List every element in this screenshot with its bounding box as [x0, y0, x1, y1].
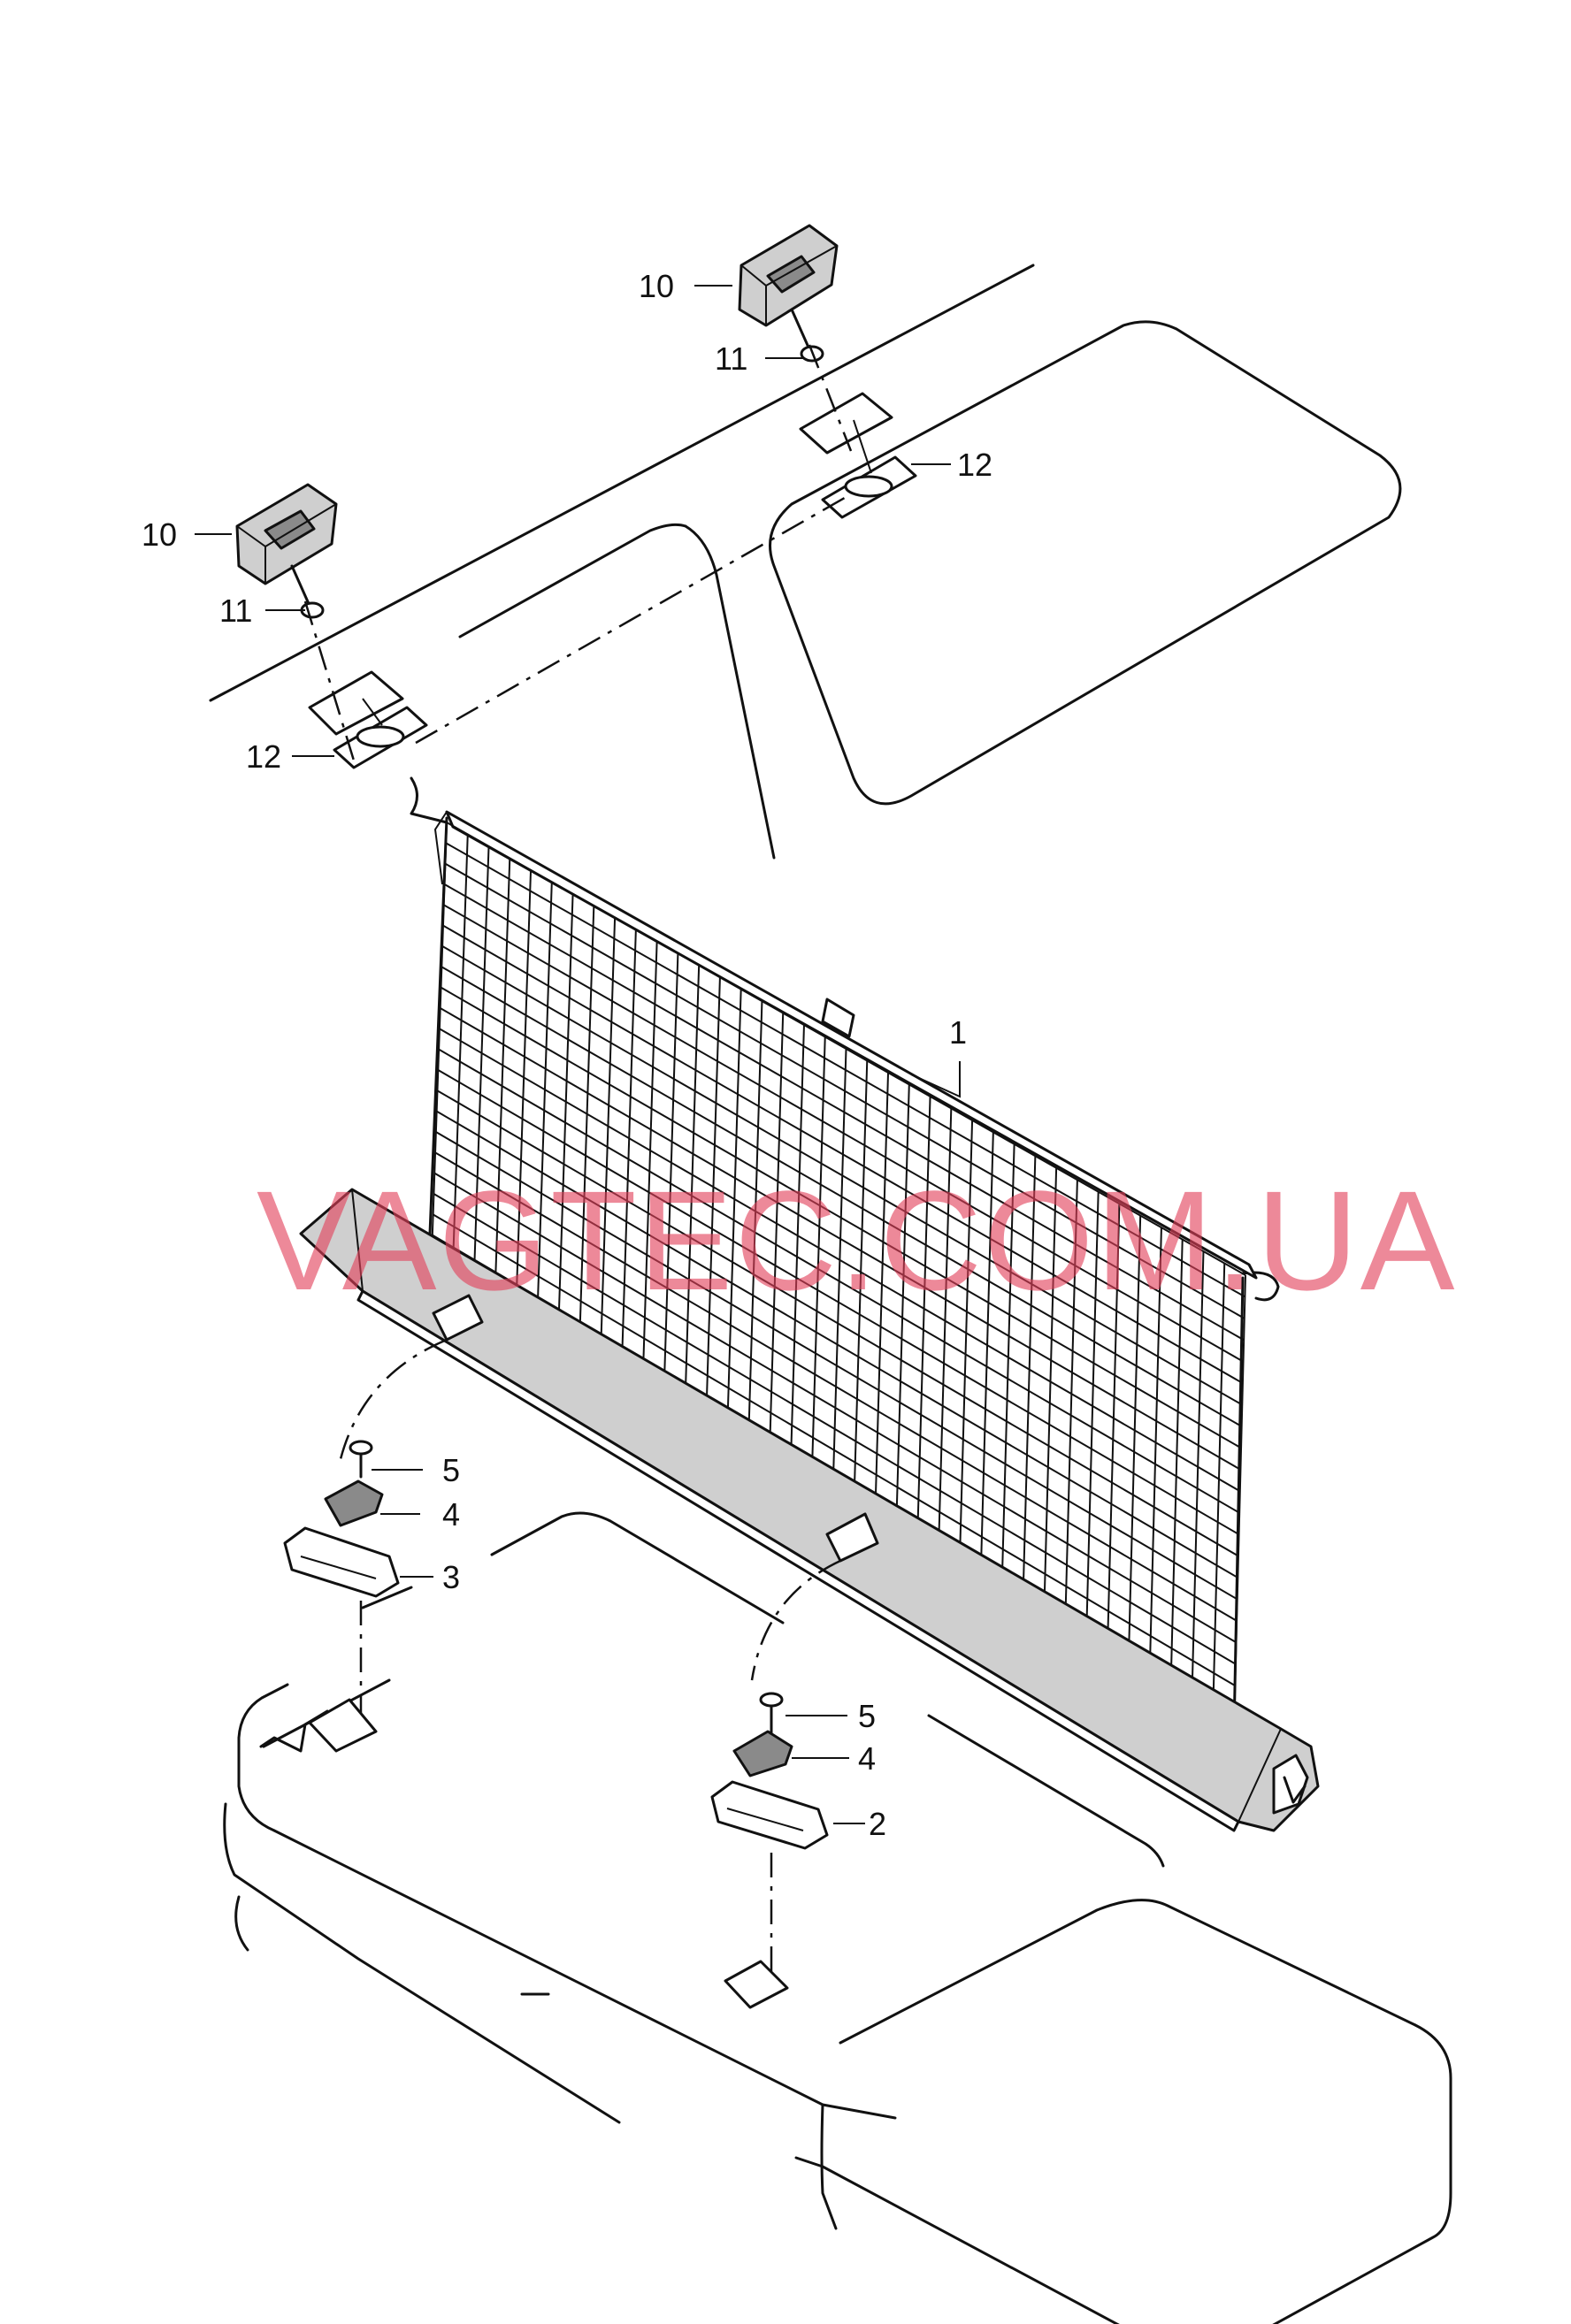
- net-strand-vertical: [1127, 1215, 1142, 1667]
- net-strand-vertical: [1000, 1143, 1015, 1593]
- callout-4: 4: [442, 1496, 460, 1533]
- net-strand-vertical: [663, 953, 679, 1393]
- left-window-outline: [684, 524, 776, 860]
- net-strand-vertical: [1106, 1204, 1121, 1655]
- net-strand-vertical: [789, 1025, 805, 1468]
- callout-3: 3: [442, 1559, 460, 1595]
- net-strand-vertical: [1148, 1227, 1162, 1679]
- net-strand-horizontal: [438, 1048, 1240, 1514]
- callout-4: 4: [858, 1740, 876, 1777]
- net-strand-horizontal: [446, 822, 1246, 1276]
- callout-12: 12: [246, 738, 281, 775]
- callout-leaders: [195, 285, 961, 1824]
- net-strand-horizontal: [441, 966, 1243, 1427]
- net-strand-vertical: [1233, 1274, 1246, 1730]
- net-strand-horizontal: [444, 883, 1245, 1342]
- callout-1: 1: [949, 1014, 967, 1051]
- net-strand-vertical: [831, 1048, 847, 1493]
- net-strand-vertical: [1043, 1167, 1058, 1617]
- net-strand-vertical: [684, 965, 701, 1405]
- net-strand-horizontal: [440, 1007, 1241, 1471]
- net-strand-vertical: [515, 869, 533, 1306]
- bracket-right: [738, 224, 839, 327]
- net-strand-vertical: [747, 1001, 763, 1443]
- callout-5: 5: [442, 1452, 460, 1488]
- net-strand-horizontal: [436, 1089, 1239, 1557]
- net-strand-vertical: [1191, 1251, 1205, 1704]
- net-strand-vertical: [599, 917, 617, 1356]
- net-strand-horizontal: [441, 986, 1242, 1449]
- net-strand-horizontal: [439, 1028, 1241, 1493]
- net-strand-vertical: [1084, 1191, 1100, 1642]
- cargo-net: [427, 810, 1258, 1735]
- net-strand-vertical: [853, 1060, 869, 1505]
- net-strand-horizontal: [441, 945, 1243, 1406]
- net-strand-vertical: [810, 1036, 826, 1480]
- net-strand-vertical: [557, 893, 574, 1331]
- net-strand-vertical: [958, 1120, 974, 1568]
- net-strand-vertical: [1169, 1239, 1184, 1692]
- net-strand-vertical: [431, 822, 448, 1257]
- callout-12: 12: [957, 447, 992, 483]
- net-strand-vertical: [579, 906, 595, 1343]
- net-strand-vertical: [768, 1013, 785, 1456]
- net-strand-vertical: [472, 845, 490, 1281]
- net-strand-horizontal: [433, 1172, 1237, 1644]
- net-strand-horizontal: [433, 1213, 1236, 1687]
- net-strand-horizontal: [435, 1131, 1238, 1601]
- assembly-line-top-right: [808, 344, 853, 452]
- net-strand-vertical: [937, 1108, 953, 1555]
- watermark: VAGTEC.COM.UA: [257, 1161, 1456, 1319]
- roof-edge-line: [209, 264, 1035, 702]
- rear-seat: [223, 1511, 1452, 2324]
- net-strand-vertical: [641, 941, 658, 1380]
- net-strand-horizontal: [443, 904, 1245, 1363]
- net-strand-horizontal: [442, 924, 1244, 1385]
- net-strand-horizontal: [444, 862, 1245, 1319]
- net-strand-horizontal: [437, 1069, 1240, 1536]
- bracket-left: [235, 483, 338, 585]
- callout-11: 11: [219, 592, 252, 629]
- net-strand-vertical: [536, 882, 553, 1319]
- net-strand-vertical: [705, 977, 721, 1418]
- net-strand-vertical: [874, 1072, 890, 1517]
- left-window-top: [458, 523, 687, 638]
- roller-cassette: [299, 1188, 1320, 1832]
- net-strand-vertical: [979, 1132, 994, 1580]
- callout-2: 2: [869, 1806, 886, 1842]
- hook-cord-left: [410, 776, 448, 824]
- net-strand-horizontal: [445, 842, 1245, 1298]
- assembly-line-top-left: [303, 600, 356, 761]
- net-strand-horizontal: [436, 1110, 1238, 1579]
- callout-11: 11: [715, 340, 747, 377]
- fixing-stack-right: [710, 1692, 829, 1994]
- hook-cord-right: [1241, 1271, 1280, 1302]
- assembly-arc-right: [750, 1559, 841, 1681]
- mount-plate-right: [799, 392, 917, 519]
- net-strand-vertical: [1064, 1180, 1078, 1630]
- net-strand-vertical: [895, 1084, 910, 1530]
- mount-plate-left: [308, 670, 428, 769]
- net-strand-vertical: [916, 1096, 931, 1542]
- net-strand-vertical: [451, 834, 469, 1269]
- net-strand-vertical: [494, 858, 511, 1294]
- assembly-line-diagonal: [415, 493, 850, 745]
- callout-10: 10: [142, 516, 177, 553]
- assembly-arc-left: [339, 1338, 448, 1460]
- net-strand-horizontal: [434, 1151, 1238, 1622]
- net-strand-vertical: [1022, 1156, 1037, 1605]
- net-strand-vertical: [1212, 1263, 1226, 1716]
- fixing-stack-left: [283, 1440, 400, 1738]
- callout-5: 5: [858, 1698, 876, 1734]
- net-strand-horizontal: [433, 1193, 1237, 1665]
- net-strand-vertical: [726, 989, 742, 1431]
- callout-10: 10: [639, 268, 674, 304]
- right-window-outline: [769, 320, 1402, 806]
- bolt-right: [790, 308, 824, 363]
- net-strand-vertical: [620, 929, 637, 1368]
